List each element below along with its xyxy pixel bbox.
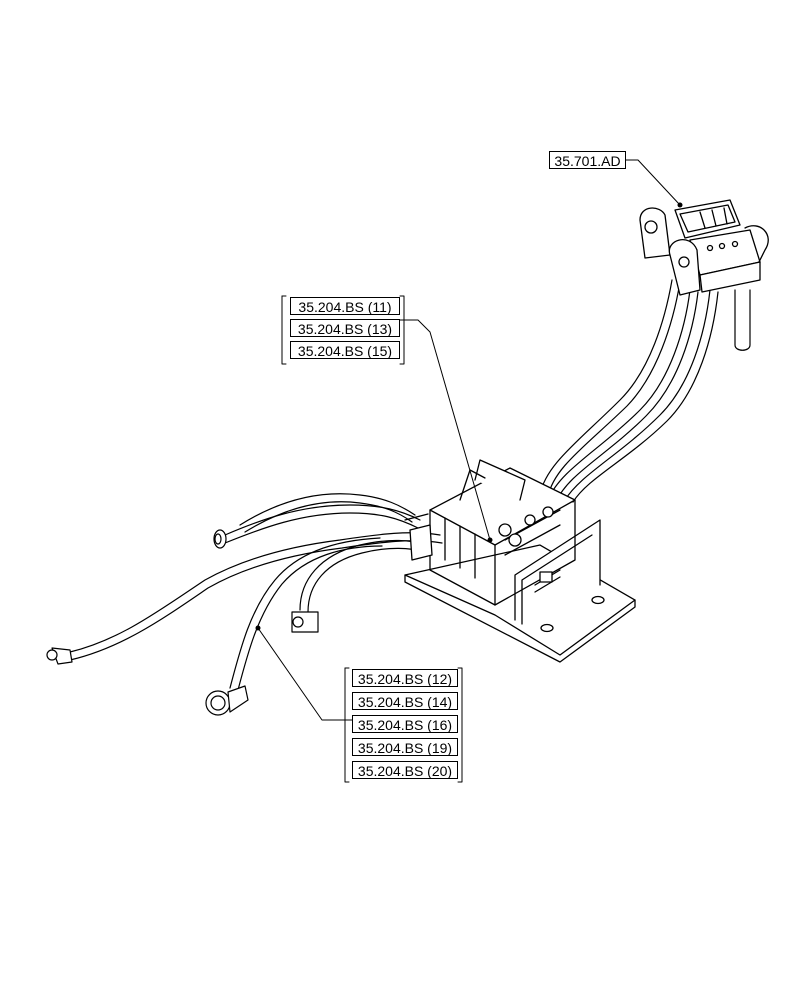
leader-dots — [255, 202, 683, 631]
callout-35-204-bs-16[interactable]: 35.204.BS (16) — [352, 715, 458, 733]
callout-35-701-ad[interactable]: 35.701.AD — [549, 151, 626, 169]
callout-35-204-bs-13[interactable]: 35.204.BS (13) — [290, 319, 400, 337]
pedal-assembly — [639, 199, 769, 296]
callout-35-204-bs-20[interactable]: 35.204.BS (20) — [352, 761, 458, 779]
callout-35-204-bs-15[interactable]: 35.204.BS (15) — [290, 341, 400, 359]
fittings — [46, 529, 319, 716]
callout-35-204-bs-11[interactable]: 35.204.BS (11) — [290, 297, 400, 315]
callout-35-204-bs-12[interactable]: 35.204.BS (12) — [352, 669, 458, 687]
group-brackets — [281, 295, 463, 783]
callout-35-204-bs-19[interactable]: 35.204.BS (19) — [352, 738, 458, 756]
leader-lines — [257, 159, 681, 721]
valve-base — [404, 459, 636, 663]
hose-set — [69, 279, 751, 691]
callout-35-204-bs-14[interactable]: 35.204.BS (14) — [352, 692, 458, 710]
